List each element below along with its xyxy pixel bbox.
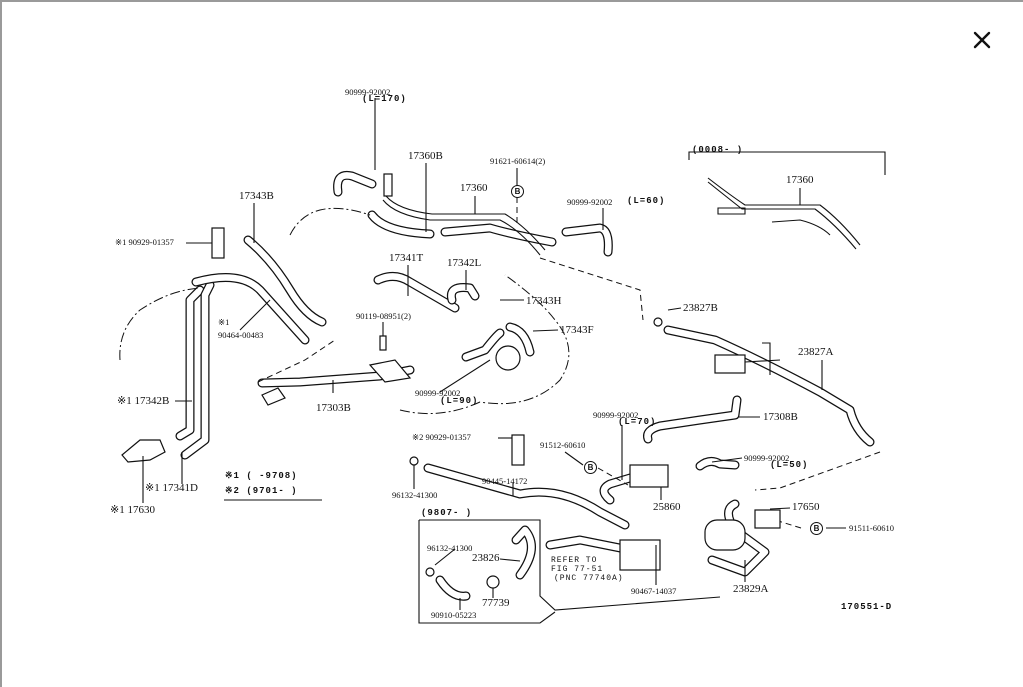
length-label: (L=50) <box>770 460 809 470</box>
part-label: 17650 <box>792 501 820 513</box>
date-range-label: (0008- ) <box>692 145 744 155</box>
refer-note: REFER TO <box>551 556 598 565</box>
part-label: 17343B <box>239 190 274 202</box>
ref-b-marker: B <box>511 185 524 198</box>
part-label: 91512-60610 <box>540 440 586 450</box>
drawing-number: 170551-D <box>841 602 893 612</box>
part-label: ※1 17342B <box>117 395 170 407</box>
part-label: 96132-41300 <box>392 490 438 500</box>
part-label: 23829A <box>733 583 769 595</box>
length-label: (L=60) <box>627 196 666 206</box>
part-label: 17343H <box>526 295 562 307</box>
part-label: ※1 17630 <box>110 504 155 516</box>
part-label: 17342L <box>447 257 482 269</box>
length-label: (L=170) <box>362 94 407 104</box>
part-label: 91511-60610 <box>849 523 895 533</box>
part-label: 17341T <box>389 252 424 264</box>
length-label: (L=90) <box>440 396 479 406</box>
ref-b-marker: B <box>584 461 597 474</box>
part-label: 23826 <box>472 552 500 564</box>
part-label: ※2 90929-01357 <box>412 432 471 442</box>
part-label: 90999-92002 <box>744 453 790 463</box>
part-label: 17360 <box>786 174 814 186</box>
part-label: 91621-60614(2) <box>490 156 546 166</box>
part-label: 90464-00483 <box>218 330 264 340</box>
part-label: 23827A <box>798 346 834 358</box>
part-label: 23827B <box>683 302 718 314</box>
refer-note: (PNC 77740A) <box>554 574 624 583</box>
part-label: 90445-14172 <box>482 476 528 486</box>
part-label: 77739 <box>482 597 510 609</box>
part-label: 90119-08951(2) <box>356 311 411 321</box>
part-label: 17343F <box>560 324 594 336</box>
part-label: 90999-92002 <box>593 410 639 420</box>
date-range-label: (9807- ) <box>421 508 473 518</box>
refer-note: FIG 77-51 <box>551 565 604 574</box>
note-mark: ※1 <box>218 317 230 327</box>
part-label: ※1 90929-01357 <box>115 237 174 247</box>
part-label: 17308B <box>763 411 798 423</box>
part-label: ※1 17341D <box>145 482 198 494</box>
part-label: 25860 <box>653 501 681 513</box>
legend-note-2: ※2 (9701- ) <box>225 486 298 496</box>
engine-outline <box>119 197 881 529</box>
legend-note-1: ※1 ( -9708) <box>225 471 298 481</box>
ref-b-marker: B <box>810 522 823 535</box>
part-label: 17303B <box>316 402 351 414</box>
part-label: 96132-41300 <box>427 543 473 553</box>
part-label: 90910-05223 <box>431 610 477 620</box>
length-label: (L=70) <box>618 417 657 427</box>
components <box>121 227 781 589</box>
part-label: 17360B <box>408 150 443 162</box>
part-label: 90999-92002 <box>415 388 461 398</box>
part-label: 90999-92002 <box>345 87 391 97</box>
leader-lines <box>142 98 846 624</box>
pipes-17360 <box>382 151 886 256</box>
part-label: 90999-92002 <box>567 197 613 207</box>
part-label: 17360 <box>460 182 488 194</box>
part-label: 90467-14037 <box>631 586 677 596</box>
close-icon[interactable] <box>968 26 996 54</box>
